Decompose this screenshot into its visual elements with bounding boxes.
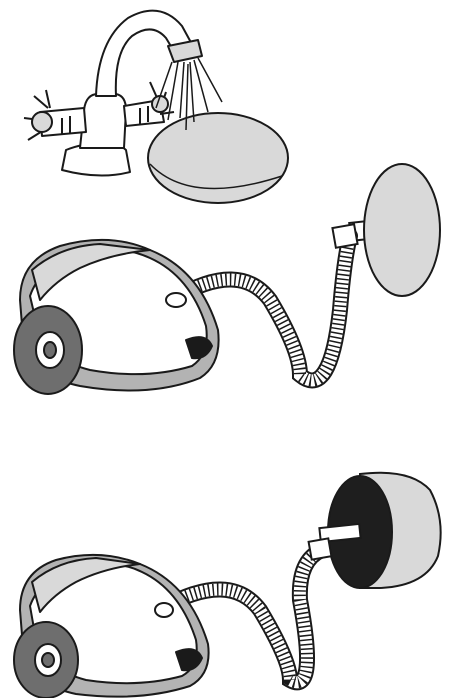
vacuum-disc-illustration — [0, 150, 452, 410]
vacuum-foam-illustration — [0, 460, 452, 698]
disc-filter-icon — [349, 164, 440, 296]
vacuum-cleaner-icon — [14, 555, 209, 698]
vacuum-cleaner-icon — [14, 240, 219, 394]
panel-vacuum-foam-filter — [0, 460, 452, 698]
panel-vacuum-disc-filter — [0, 150, 452, 410]
foam-filter-icon — [319, 473, 440, 588]
